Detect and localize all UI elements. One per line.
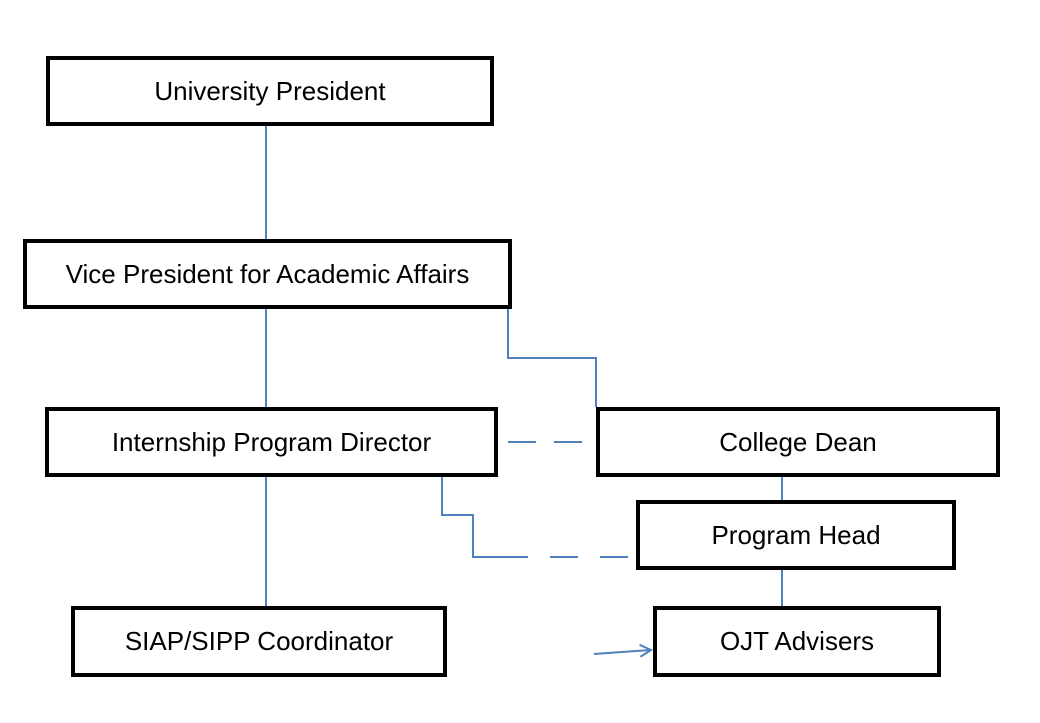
edge-vpaa-dean: [507, 309, 597, 407]
node-label: University President: [154, 75, 386, 106]
node-label: Internship Program Director: [111, 426, 432, 457]
node-label: College Dean: [719, 426, 877, 457]
node-siap-sipp-coordinator: SIAP/SIPP Coordinator: [71, 606, 447, 677]
node-vice-president-academic-affairs: Vice President for Academic Affairs: [23, 239, 512, 309]
node-label: Vice President for Academic Affairs: [65, 258, 470, 289]
edge-coordinator-ojt-arrow: [593, 650, 651, 654]
node-label: OJT Advisers: [719, 626, 875, 656]
node-college-dean: College Dean: [596, 407, 1000, 477]
node-label: SIAP/SIPP Coordinator: [124, 626, 394, 656]
node-university-president: University President: [46, 56, 494, 126]
node-label: Program Head: [711, 519, 881, 550]
node-internship-program-director: Internship Program Director: [45, 407, 498, 477]
edge-director-head-connector: [441, 477, 500, 558]
node-ojt-advisers: OJT Advisers: [653, 606, 941, 677]
node-program-head: Program Head: [636, 500, 956, 570]
